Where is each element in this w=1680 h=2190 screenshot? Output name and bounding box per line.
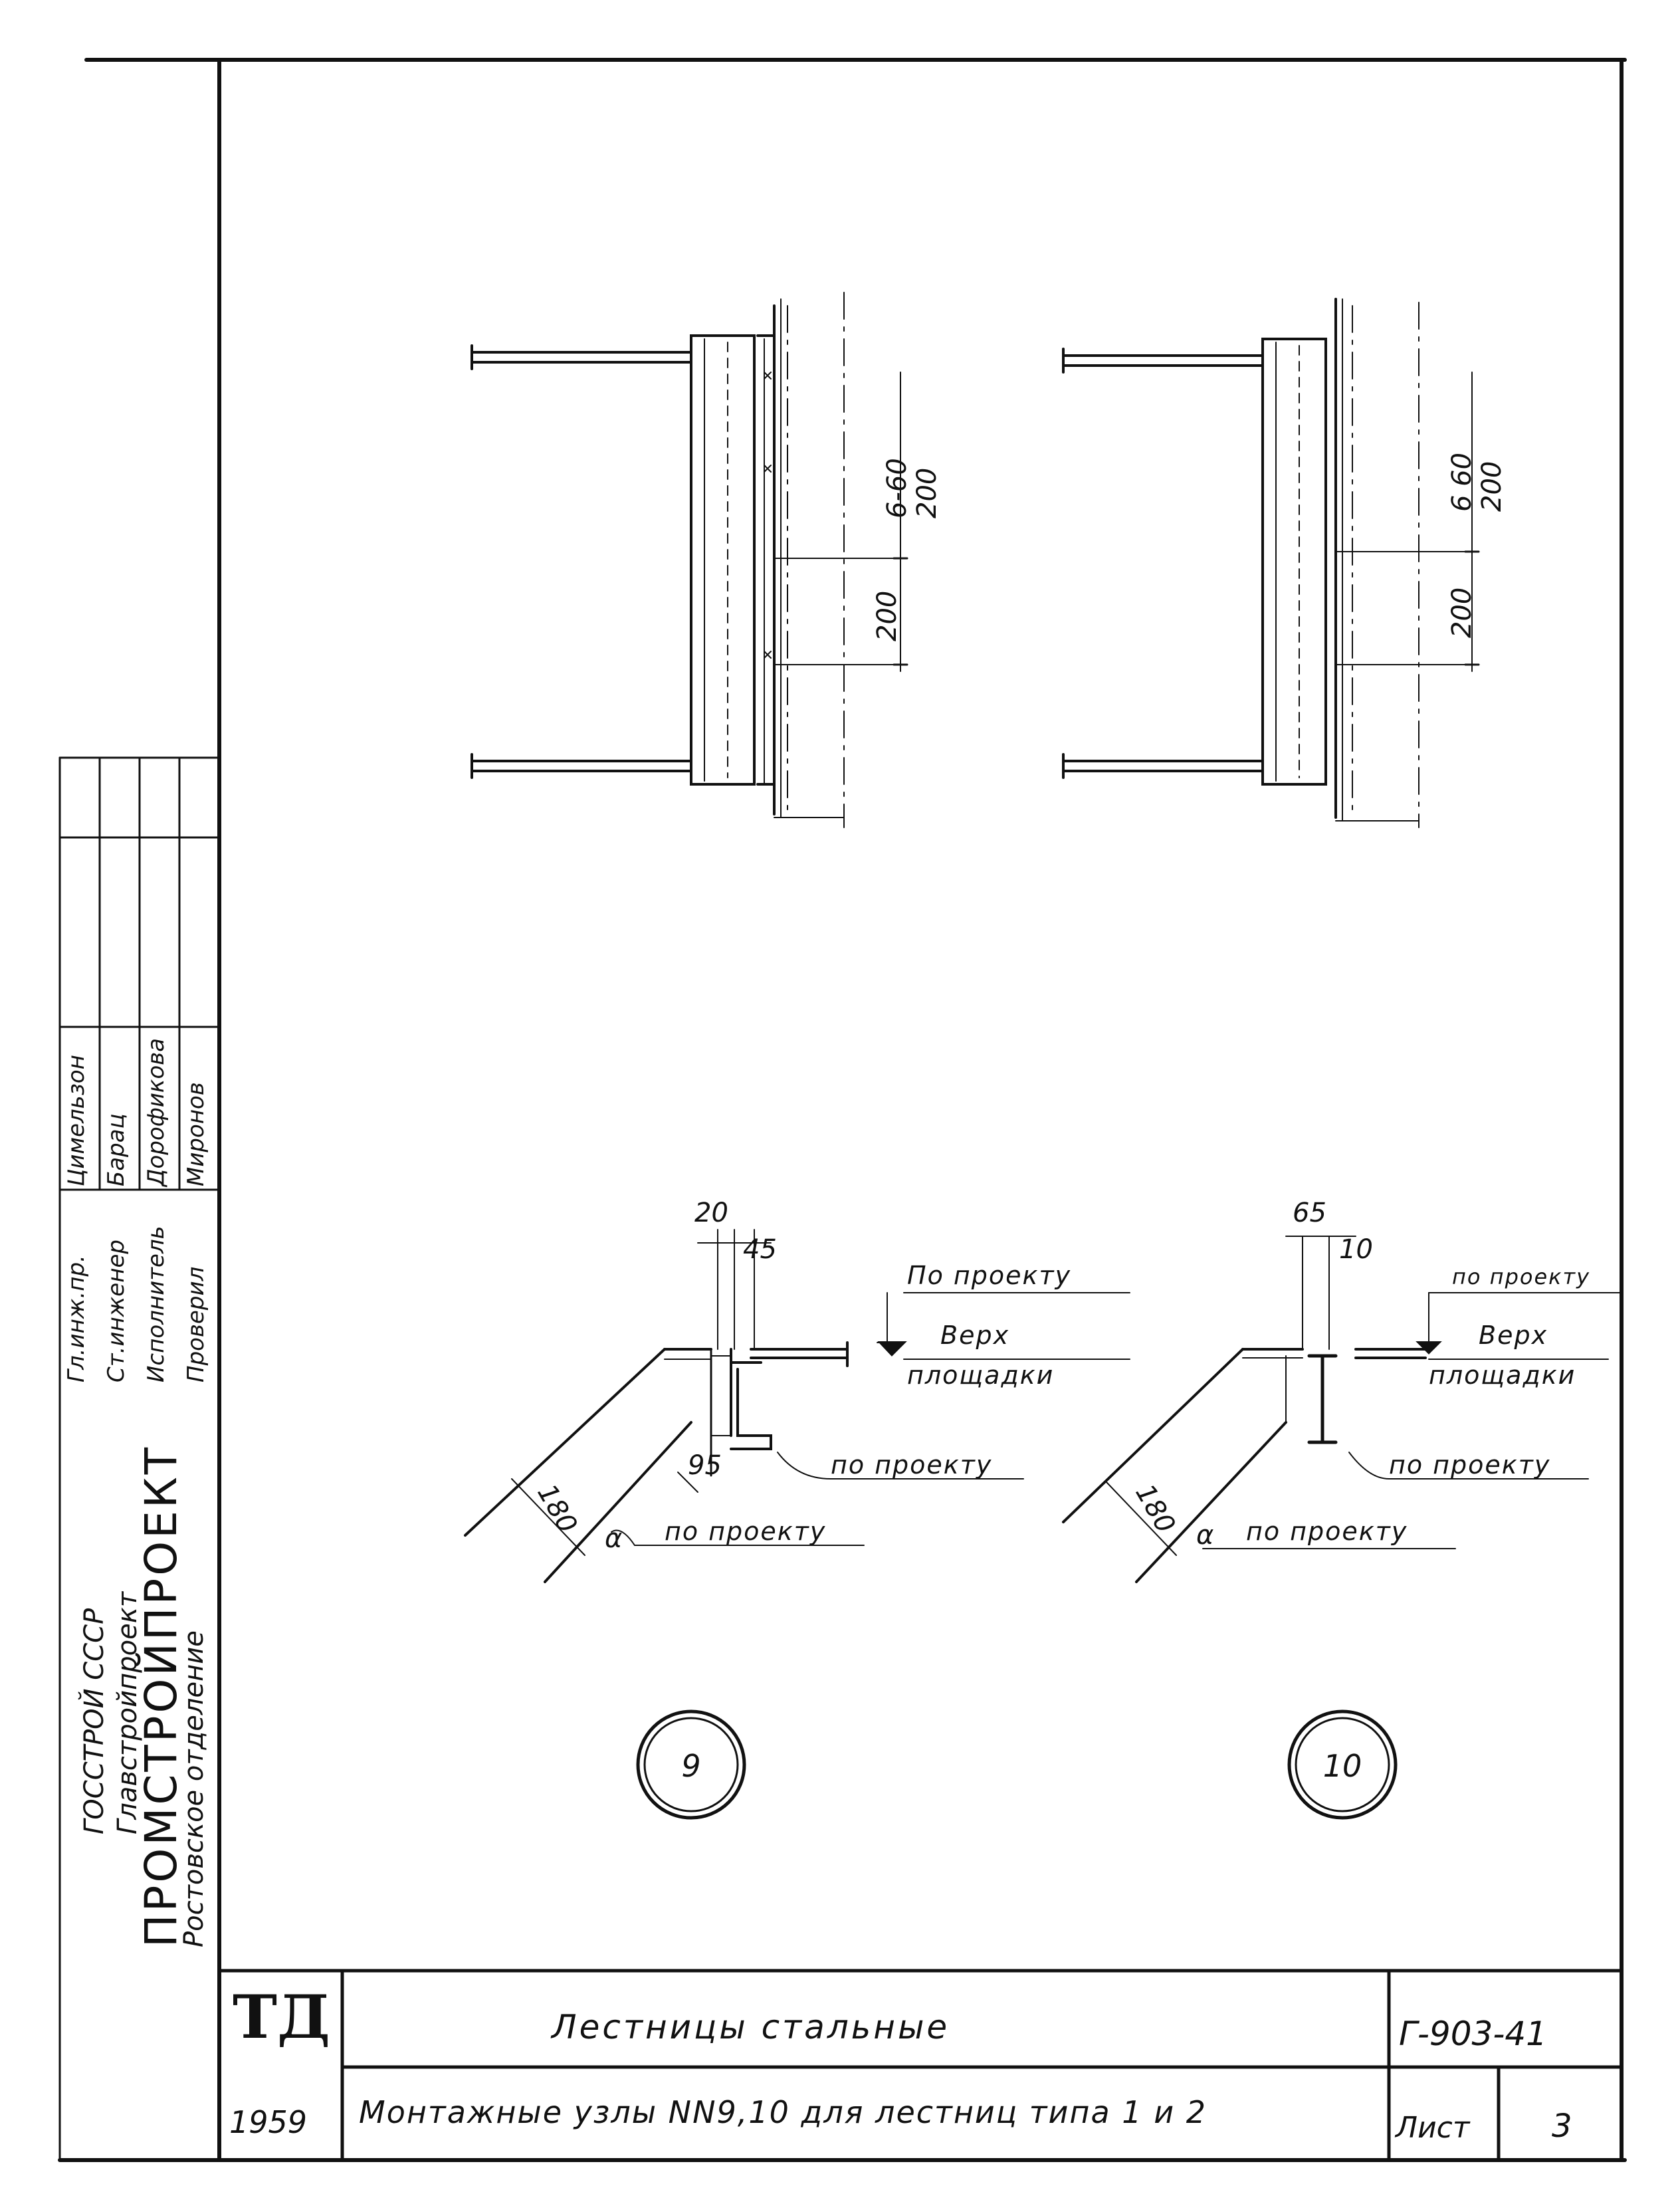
org-line-1: ГОССТРОЙ СССР [79,1608,110,1834]
n10-label-top-2: площадки [1429,1361,1576,1390]
n9-dim-45: 45 [743,1234,777,1265]
node-10-number: 10 [1322,1748,1362,1784]
plan-view-left [471,292,908,828]
n10-label-top-1: Верх [1479,1321,1548,1350]
n9-dim-20: 20 [694,1198,728,1228]
section-node-9 [464,1229,1130,1820]
n9-label-project-top: По проекту [907,1261,1072,1290]
sig-name-4: Миронов [183,1082,209,1186]
n10-dim-10: 10 [1339,1234,1373,1265]
document-code: Г-903-41 [1399,2015,1547,2053]
org-name: ПРОМСТРОЙПРОЕКТ [136,1444,187,1947]
n10-angle: α [1196,1520,1214,1551]
plan-view-right [1062,298,1480,828]
sig-role-4: Проверил [183,1266,209,1382]
plan-left-dim-a: 6-60 [882,458,912,518]
n10-label-project-top: по проекту [1452,1264,1591,1289]
n10-dim-65: 65 [1293,1198,1326,1228]
sig-name-1: Цимельзон [63,1055,90,1186]
year: 1959 [229,2104,308,2140]
sig-name-2: Барац [103,1113,130,1186]
n10-label-project-mid: по проекту [1389,1450,1551,1479]
plan-left-dim-c: 200 [872,590,902,641]
sig-role-1: Гл.инж.пр. [63,1255,90,1382]
n9-label-project-bottom: по проекту [665,1517,827,1546]
sig-role-2: Ст.инженер [103,1240,130,1382]
n10-label-project-bottom: по проекту [1246,1517,1408,1546]
plan-right-dim-a: 6 60 [1447,452,1477,512]
plan-left-dim-b: 200 [912,467,942,518]
plan-right-dim-c: 200 [1447,587,1477,638]
n9-label-project-mid: по проекту [831,1450,993,1479]
sheet-label: Лист [1396,2111,1470,2145]
n9-dim-95: 95 [688,1450,722,1481]
title-block-grid [217,1969,1624,2162]
signature-grid [58,756,221,2161]
n9-angle: α [605,1523,623,1554]
sig-role-3: Исполнитель [143,1226,169,1382]
sheet-number: 3 [1552,2108,1572,2145]
sheet-title: Лестницы стальные [552,2008,950,2046]
plan-right-dim-b: 200 [1477,461,1507,512]
n9-label-top-2: площадки [907,1361,1055,1390]
n9-label-top-1: Верх [940,1321,1010,1350]
sig-name-3: Дорофикова [143,1038,169,1186]
logo: ТД [233,1982,330,2052]
org-branch: Ростовское отделение [179,1630,209,1947]
sheet-subtitle: Монтажные узлы NN9,10 для лестниц типа 1… [359,2094,1207,2130]
section-node-10 [1062,1236,1622,1820]
node-9-number: 9 [681,1748,701,1784]
